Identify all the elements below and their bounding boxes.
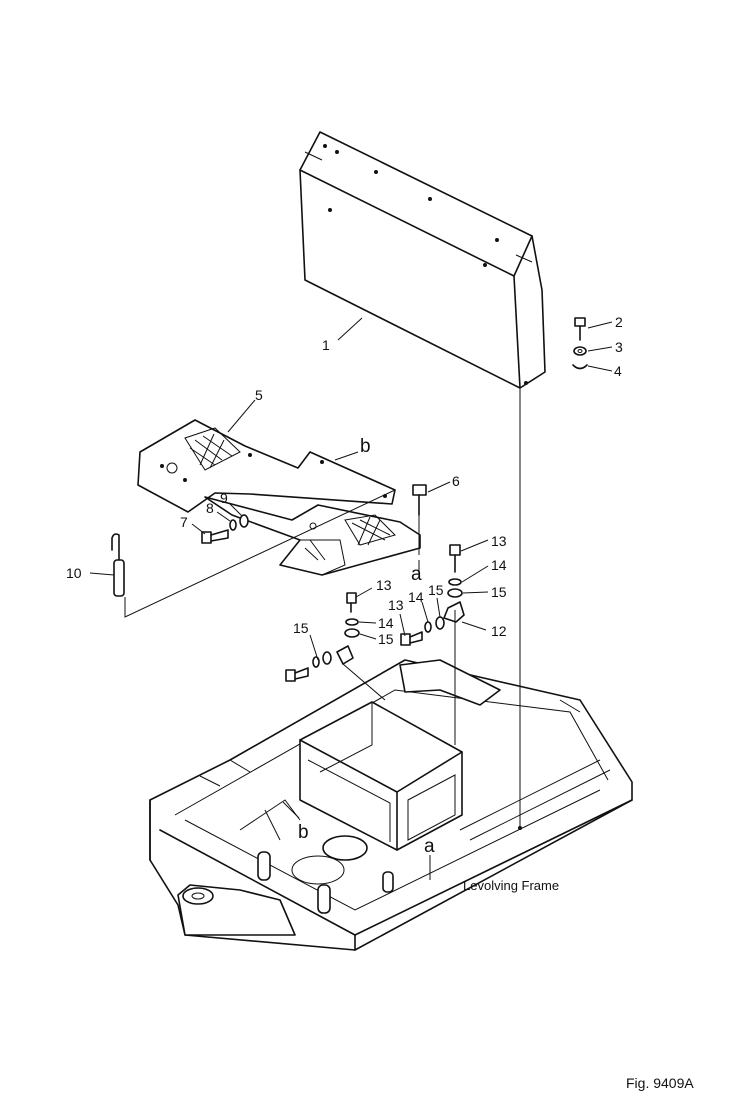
bolt-left [285,667,309,682]
callout-15-middle: 15 [378,631,394,647]
callout-6: 6 [452,473,460,489]
washer-15-middle [344,628,360,638]
callout-leaders [89,317,613,661]
reference-letters: b a b a [298,436,435,857]
letter-a-top: a [411,564,422,585]
frame-caption: Levolving Frame [463,878,559,893]
upper-plate [137,419,396,513]
washer-15-lower [435,616,445,630]
hook-rod [111,533,125,597]
callout-15-lower: 15 [428,582,444,598]
bolt-2 [574,317,586,341]
callout-2: 2 [615,314,623,330]
callout-7: 7 [180,514,188,530]
bracket-12 [443,601,465,623]
washer-3 [573,346,587,356]
bracket-middle [336,645,354,665]
bolt-7 [201,529,229,544]
callout-3: 3 [615,339,623,355]
washer-14-middle [345,618,359,626]
callout-4: 4 [614,363,622,379]
washer-8 [229,519,237,531]
callout-14-lower: 14 [408,589,424,605]
callout-1: 1 [322,337,330,353]
lower-plate [204,496,421,576]
letter-a-frame: a [424,836,435,857]
washer-4 [572,364,588,370]
callout-8: 8 [206,500,214,516]
washer-9 [239,514,249,528]
callout-9: 9 [220,490,228,506]
callout-10: 10 [66,565,82,581]
washer-14-right [448,578,462,586]
callout-labels: 1 2 3 4 5 6 7 8 9 10 12 13 14 15 13 14 1… [66,314,623,647]
callout-14-right: 14 [491,557,507,573]
letter-b-frame: b [298,822,309,843]
bolt-13-right [449,544,461,573]
washer-14-lower [424,621,432,633]
callout-14-middle: 14 [378,615,394,631]
callout-12: 12 [491,623,507,639]
callout-13-middle: 13 [376,577,392,593]
callout-5: 5 [255,387,263,403]
bolt-13-lower [400,631,423,646]
cover-panel [299,131,546,389]
bolt-6 [412,484,427,516]
callout-15-right: 15 [491,584,507,600]
callout-13-lower: 13 [388,597,404,613]
callout-13-right: 13 [491,533,507,549]
callout-15-left: 15 [293,620,309,636]
washer-left-2 [322,651,332,665]
bolt-13-middle [346,592,357,613]
washer-15-right [447,588,463,598]
figure-id: Fig. 9409A [626,1075,694,1091]
revolving-frame [149,659,633,951]
letter-b-top: b [360,436,371,457]
guide-lines [124,388,522,880]
washer-left-1 [312,656,320,668]
